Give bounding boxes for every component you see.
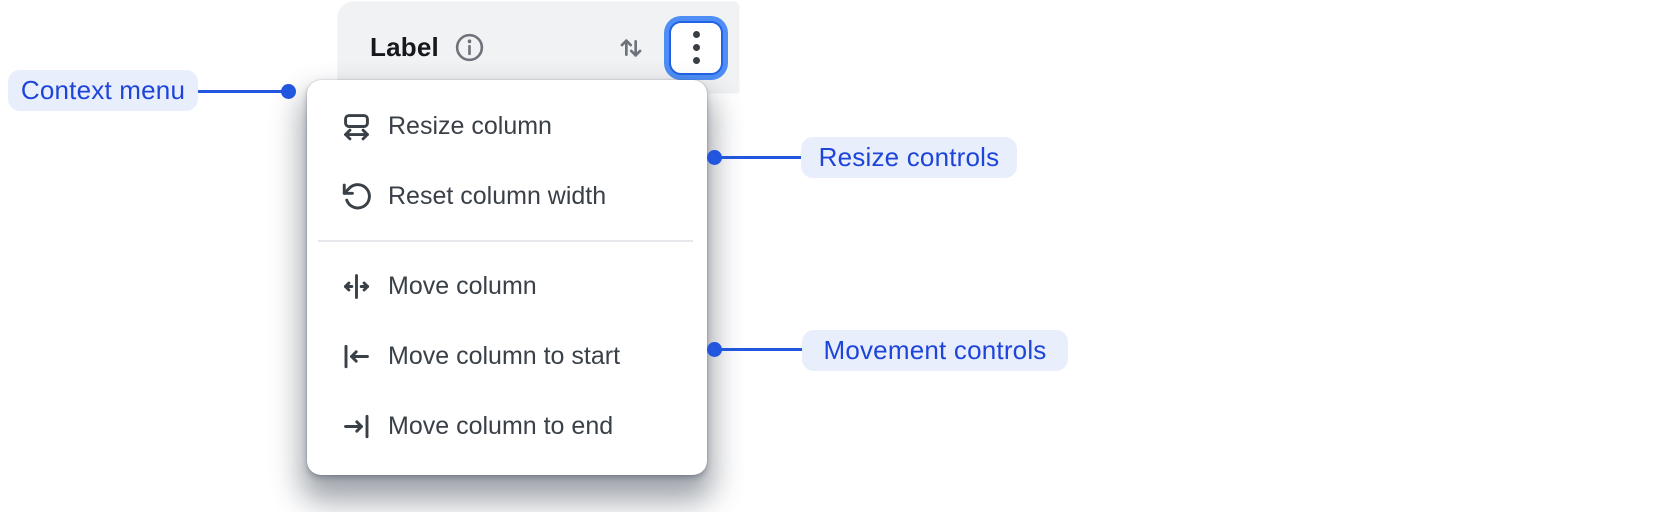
move-column-to-end-icon bbox=[338, 409, 374, 444]
annotation-label: Movement controls bbox=[823, 335, 1047, 365]
leader-line-context-menu bbox=[198, 90, 288, 93]
menu-item-move-column[interactable]: Move column bbox=[307, 251, 707, 321]
annotation-label: Resize controls bbox=[818, 142, 1000, 172]
annotation-resize-controls: Resize controls bbox=[801, 137, 1017, 178]
sort-arrows-icon[interactable] bbox=[615, 32, 647, 64]
menu-item-resize-column[interactable]: Resize column bbox=[307, 91, 707, 161]
reset-column-width-icon bbox=[338, 179, 374, 214]
column-title: Label bbox=[370, 32, 439, 62]
leader-line-movement-controls bbox=[714, 348, 803, 351]
annotation-movement-controls: Movement controls bbox=[802, 330, 1068, 371]
leader-dot-context-menu bbox=[281, 84, 296, 99]
menu-item-label: Reset column width bbox=[388, 181, 607, 210]
menu-divider bbox=[318, 240, 693, 242]
menu-item-label: Move column bbox=[388, 271, 537, 300]
menu-item-label: Move column to end bbox=[388, 411, 614, 440]
resize-column-icon bbox=[338, 109, 374, 144]
info-icon[interactable] bbox=[453, 31, 486, 64]
menu-item-move-column-to-start[interactable]: Move column to start bbox=[307, 321, 707, 391]
kebab-vertical-icon bbox=[692, 31, 700, 38]
menu-item-label: Move column to start bbox=[388, 341, 621, 370]
move-column-to-start-icon bbox=[338, 339, 374, 374]
menu-item-reset-column-width[interactable]: Reset column width bbox=[307, 161, 707, 231]
menu-item-move-column-to-end[interactable]: Move column to end bbox=[307, 391, 707, 461]
menu-item-label: Resize column bbox=[388, 111, 552, 140]
leader-line-resize-controls bbox=[714, 156, 802, 159]
column-header: Label bbox=[338, 2, 739, 93]
annotation-context-menu: Context menu bbox=[8, 70, 198, 111]
move-column-icon bbox=[338, 269, 374, 304]
annotation-label: Context menu bbox=[20, 75, 186, 105]
column-menu-button[interactable] bbox=[669, 20, 723, 75]
column-context-menu: Resize column Reset column width Move co… bbox=[307, 80, 707, 475]
